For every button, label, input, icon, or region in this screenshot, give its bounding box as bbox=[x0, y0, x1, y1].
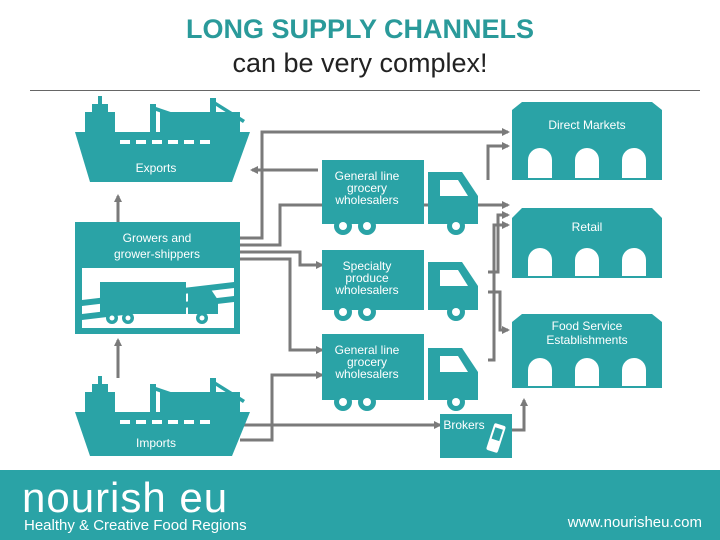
arrow-brokers-to-food-service bbox=[512, 398, 528, 432]
supply-chain-diagram bbox=[75, 96, 662, 458]
arrow-wholesaler-2-to-retail bbox=[488, 221, 510, 362]
brokers-label: Brokers bbox=[443, 418, 485, 432]
title-line-1: LONG SUPPLY CHANNELS bbox=[185, 14, 535, 44]
food-service-label: Food Service Establishments bbox=[546, 319, 628, 347]
growers-label: Growers and grower-shippers bbox=[113, 231, 201, 261]
wholesaler-1-truck-icon bbox=[322, 160, 478, 235]
website-url[interactable]: www.nourisheu.com bbox=[567, 514, 702, 531]
brand-logo: nourish eu bbox=[22, 474, 229, 521]
exports-label: Exports bbox=[135, 161, 177, 175]
title-line-2: can be very complex! bbox=[232, 48, 488, 78]
growers-truck-icon bbox=[100, 282, 218, 324]
title-divider bbox=[30, 90, 700, 91]
brokers-node bbox=[440, 414, 512, 458]
imports-label: Imports bbox=[135, 436, 176, 450]
growers-node bbox=[75, 222, 240, 334]
exports-ship-icon bbox=[75, 132, 250, 182]
direct-markets-label: Direct Markets bbox=[548, 118, 626, 132]
arrow-growers-to-direct-markets bbox=[240, 128, 510, 240]
arrow-growers-to-wholesaler-2 bbox=[240, 257, 324, 354]
arrow-wholesaler-1-to-direct-markets bbox=[486, 142, 510, 180]
arrow-imports-to-wholesaler-2 bbox=[240, 371, 324, 442]
wholesaler-1-label: General line grocery wholesalers bbox=[334, 169, 400, 207]
exports-node bbox=[75, 96, 250, 182]
phone-icon bbox=[486, 423, 506, 453]
retail-label: Retail bbox=[571, 220, 603, 234]
specialty-label: Specialty produce wholesalers bbox=[335, 259, 399, 297]
wholesaler-2-label: General line grocery wholesalers bbox=[334, 343, 400, 381]
brand-tagline: Healthy & Creative Food Regions bbox=[24, 517, 247, 534]
arrow-growers-to-specialty bbox=[240, 250, 324, 269]
footer-bar bbox=[0, 470, 720, 540]
arrow-specialty-to-food-service bbox=[488, 290, 510, 334]
